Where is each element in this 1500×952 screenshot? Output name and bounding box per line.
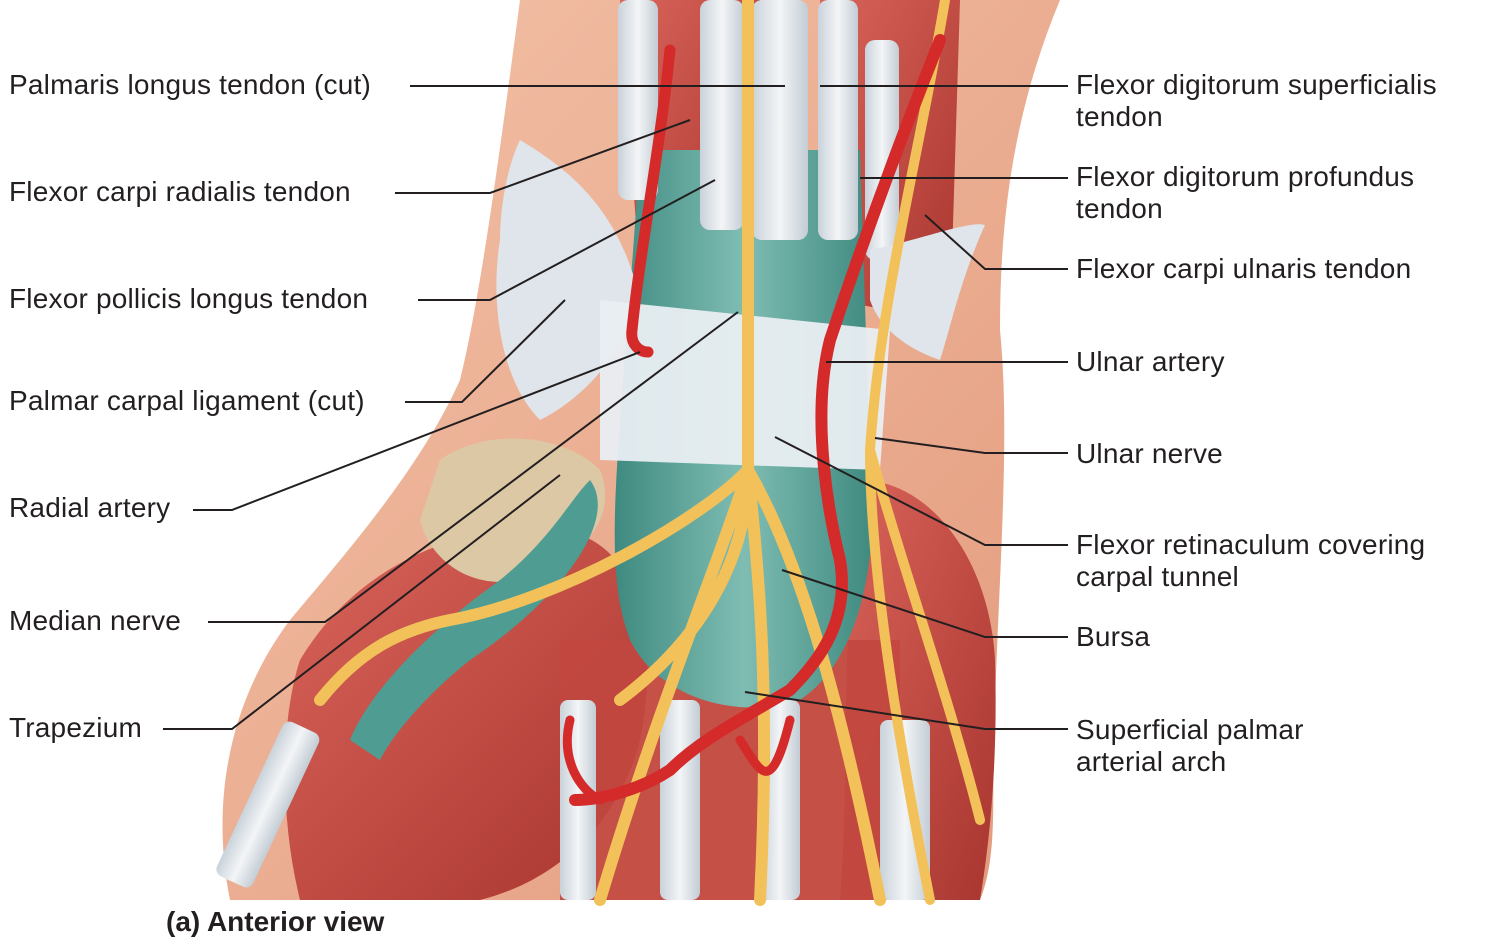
leader-bursa: [781, 569, 1068, 638]
label-palmar-carpal-ligament: Palmar carpal ligament (cut): [9, 385, 365, 416]
leader-flexor-retinaculum: [774, 436, 1068, 546]
label-flexor-retinaculum-line2: carpal tunnel: [1076, 561, 1239, 592]
leader-median-nerve: [208, 311, 739, 623]
label-flexor-carpi-radialis: Flexor carpi radialis tendon: [9, 176, 351, 207]
tendon-4: [818, 0, 858, 240]
label-flexor-pollicis-longus: Flexor pollicis longus tendon: [9, 283, 369, 314]
label-superficial-arch: Superficial palmar arterial arch: [1076, 714, 1304, 778]
radial-artery: [626, 44, 676, 358]
label-median-nerve: Median nerve: [9, 605, 182, 636]
leader-superficial-arch: [744, 691, 1068, 730]
label-fds-line1: Flexor digitorum superficialis: [1076, 69, 1437, 100]
label-fdp-line1: Flexor digitorum profundus: [1076, 161, 1415, 192]
ulnar-nerve: [864, 0, 985, 905]
leader-trapezium: [163, 474, 561, 730]
label-fcu: Flexor carpi ulnaris tendon: [1076, 253, 1412, 284]
label-superficial-arch-line2: arterial arch: [1076, 746, 1227, 777]
label-radial-artery: Radial artery: [9, 492, 171, 523]
leader-radial-artery: [193, 351, 641, 511]
label-trapezium: Trapezium: [9, 712, 143, 743]
palm-muscles-center: [560, 640, 900, 900]
thenar-muscles: [285, 528, 648, 900]
label-fdp-line2: tendon: [1076, 193, 1163, 224]
finger-tendon-2: [660, 700, 700, 900]
leader-palmar-carpal-ligament: [405, 299, 566, 403]
tendon-1: [618, 0, 658, 200]
tendon-3: [752, 0, 808, 240]
label-ulnar-artery: Ulnar artery: [1076, 346, 1225, 377]
label-fdp: Flexor digitorum profundus tendon: [1076, 161, 1414, 225]
thumb-tendon: [216, 721, 320, 888]
leader-flexor-pollicis-longus: [418, 179, 716, 301]
figure-caption: (a) Anterior view: [166, 906, 385, 937]
label-flexor-retinaculum-line1: Flexor retinaculum covering: [1076, 529, 1426, 560]
label-superficial-arch-line1: Superficial palmar: [1076, 714, 1304, 745]
ulnar-artery: [569, 34, 946, 806]
label-flexor-retinaculum: Flexor retinaculum covering carpal tunne…: [1076, 529, 1425, 593]
superficial-arch-branch: [562, 715, 795, 805]
leader-ulnar-nerve: [874, 437, 1068, 454]
label-ulnar-nerve: Ulnar nerve: [1076, 438, 1223, 469]
median-nerve: [314, 0, 886, 906]
leader-lines: [163, 85, 1068, 730]
tendon-2: [700, 0, 744, 230]
label-fds: Flexor digitorum superficialis tendon: [1076, 69, 1437, 133]
leader-fcu: [924, 214, 1068, 270]
label-palmaris-longus: Palmaris longus tendon (cut): [9, 69, 371, 100]
label-bursa: Bursa: [1076, 621, 1151, 652]
label-fds-line2: tendon: [1076, 101, 1163, 132]
leader-flexor-carpi-radialis: [395, 119, 691, 194]
